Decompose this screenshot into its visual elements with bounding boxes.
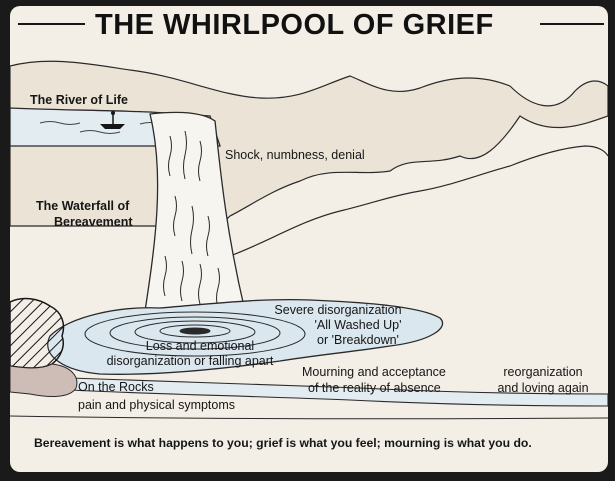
label-mourning-line1: Mourning and acceptance [302,365,446,379]
label-rocks-line2: pain and physical symptoms [78,398,236,412]
ground-line [10,415,608,420]
label-severe-line3: or 'Breakdown' [317,333,399,347]
label-rocks-line1: On the Rocks [78,380,154,394]
label-waterfall-line1: The Waterfall of [36,199,130,213]
label-river-of-life: The River of Life [30,93,128,107]
label-reorganization-line1: reorganization [503,365,583,379]
label-severe-line2: 'All Washed Up' [314,318,402,332]
label-shock: Shock, numbness, denial [225,148,365,162]
boat-icon [100,111,125,129]
hatched-rocks-icon [10,297,65,369]
whirlpool-illustration [10,23,608,420]
label-waterfall-line2: Bereavement [54,215,133,229]
label-severe-line1: Severe disorganization [274,303,402,317]
label-reorganization-line2: and loving again [497,381,589,395]
whirlpool-pool [47,298,443,375]
whirlpool-rings [84,311,306,357]
outflow-stream [69,377,608,407]
waterfall [144,111,246,312]
label-mourning-line2: of the reality of absence [308,381,441,395]
caption: Bereavement is what happens to you; grie… [34,436,532,450]
title-bar: THE WHIRLPOOL OF GRIEF [10,6,608,46]
rocks-shadow [10,363,78,397]
diagram-frame: THE WHIRLPOOL OF GRIEF The River of Life… [10,6,608,472]
page-title: THE WHIRLPOOL OF GRIEF [95,9,494,41]
waterfall-streaks [163,130,220,309]
mountain-ridge-lower [229,145,608,257]
label-loss-line1: Loss and emotional [145,339,255,353]
label-loss-line2: disorganization or falling apart [106,354,274,368]
